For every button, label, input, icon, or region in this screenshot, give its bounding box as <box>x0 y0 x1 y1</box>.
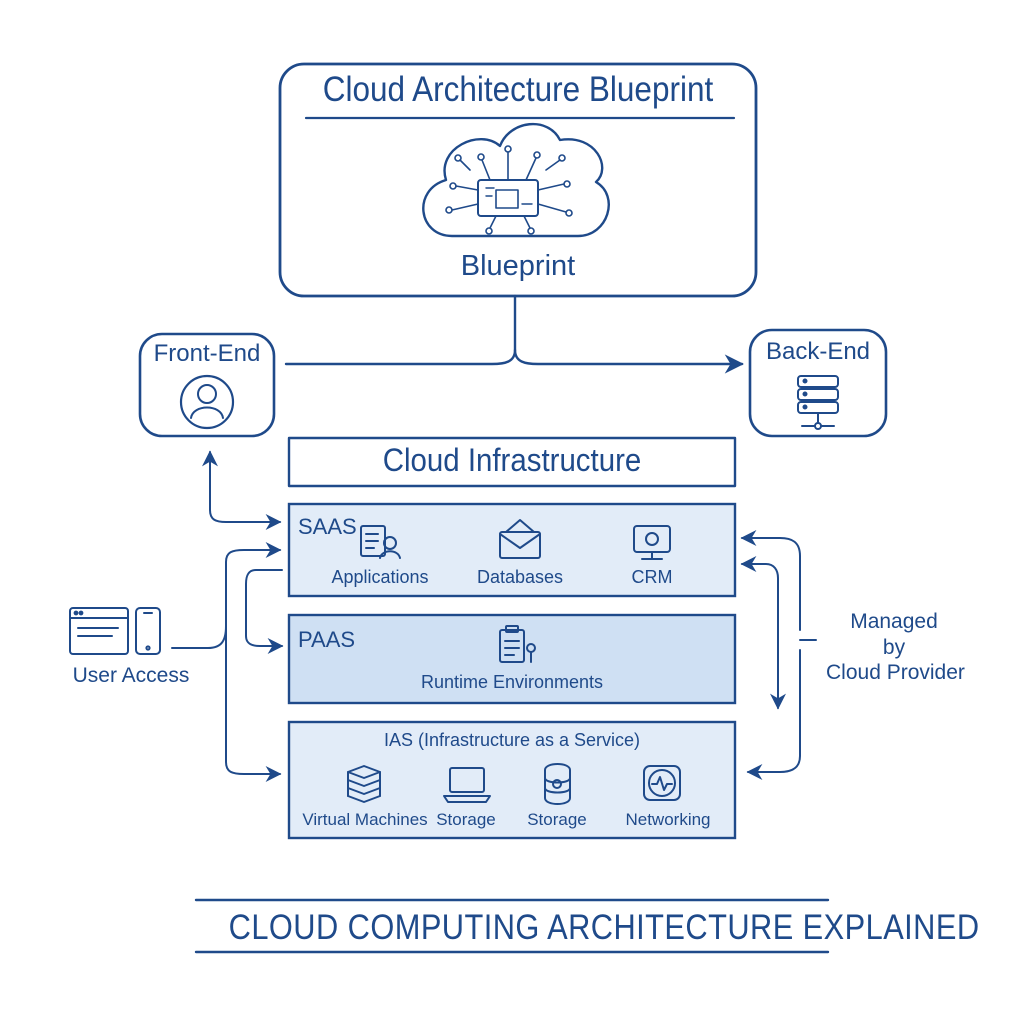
back-end-box <box>748 328 888 438</box>
user-icon <box>179 374 235 430</box>
saas-item-crm: CRM <box>631 567 673 587</box>
monitor-icon <box>633 525 671 560</box>
blueprint-connector <box>284 294 517 366</box>
saas-iaas-span <box>740 556 786 710</box>
provider-to-saas <box>740 530 801 631</box>
paas-item-runtime: Runtime Environments <box>420 672 604 692</box>
disk-icon <box>544 763 571 805</box>
cloud-circuit-icon <box>422 123 610 238</box>
infrastructure-title: Cloud Infrastructure <box>382 442 642 478</box>
saas-label: SAAS <box>298 514 357 539</box>
user-access-to-iaas <box>225 647 282 782</box>
iaas-item-networking: Networking <box>625 810 711 829</box>
managed-label-line3: Cloud Provider <box>826 661 965 684</box>
front-end-box <box>138 332 276 438</box>
saas-to-paas-loop <box>245 569 284 654</box>
paas-label: PAAS <box>298 627 356 652</box>
managed-label-line1: Managed <box>850 610 938 633</box>
stack-icon <box>347 765 381 803</box>
iaas-item-storage-2: Storage <box>527 810 587 829</box>
paas-layer <box>287 613 737 705</box>
user-access-line <box>171 625 227 649</box>
server-icon <box>797 375 839 430</box>
managed-label-line2: by <box>882 636 906 659</box>
provider-to-iaas <box>746 649 801 780</box>
browser-window-icon <box>69 607 129 655</box>
saas-item-databases: Databases <box>476 567 564 587</box>
clipboard-icon <box>499 625 536 663</box>
footer-caption: CLOUD COMPUTING ARCHITECTURE EXPLAINED <box>228 908 980 947</box>
to-back-end-arrow <box>513 348 744 374</box>
iaas-layer <box>287 720 737 840</box>
app-icon <box>360 525 401 559</box>
front-end-saas-arrow <box>202 450 282 530</box>
user-access-label: User Access <box>72 664 190 687</box>
front-end-label: Front-End <box>153 340 261 367</box>
page-title: Cloud Architecture Blueprint <box>322 70 714 109</box>
phone-icon <box>135 607 161 655</box>
infrastructure-title-box <box>287 436 737 488</box>
back-end-label: Back-End <box>765 338 871 365</box>
saas-layer <box>287 502 737 598</box>
blueprint-box <box>278 62 758 298</box>
laptop-icon <box>443 767 491 803</box>
blueprint-label: Blueprint <box>460 250 576 282</box>
envelope-icon <box>499 519 541 559</box>
network-icon <box>643 765 681 801</box>
user-access-to-saas <box>225 542 282 649</box>
iaas-item-storage-1: Storage <box>436 810 496 829</box>
saas-item-applications: Applications <box>331 567 429 587</box>
iaas-item-virtual-machines: Virtual Machines <box>302 810 428 829</box>
iaas-label: IAS (Infrastructure as a Service) <box>383 730 641 750</box>
